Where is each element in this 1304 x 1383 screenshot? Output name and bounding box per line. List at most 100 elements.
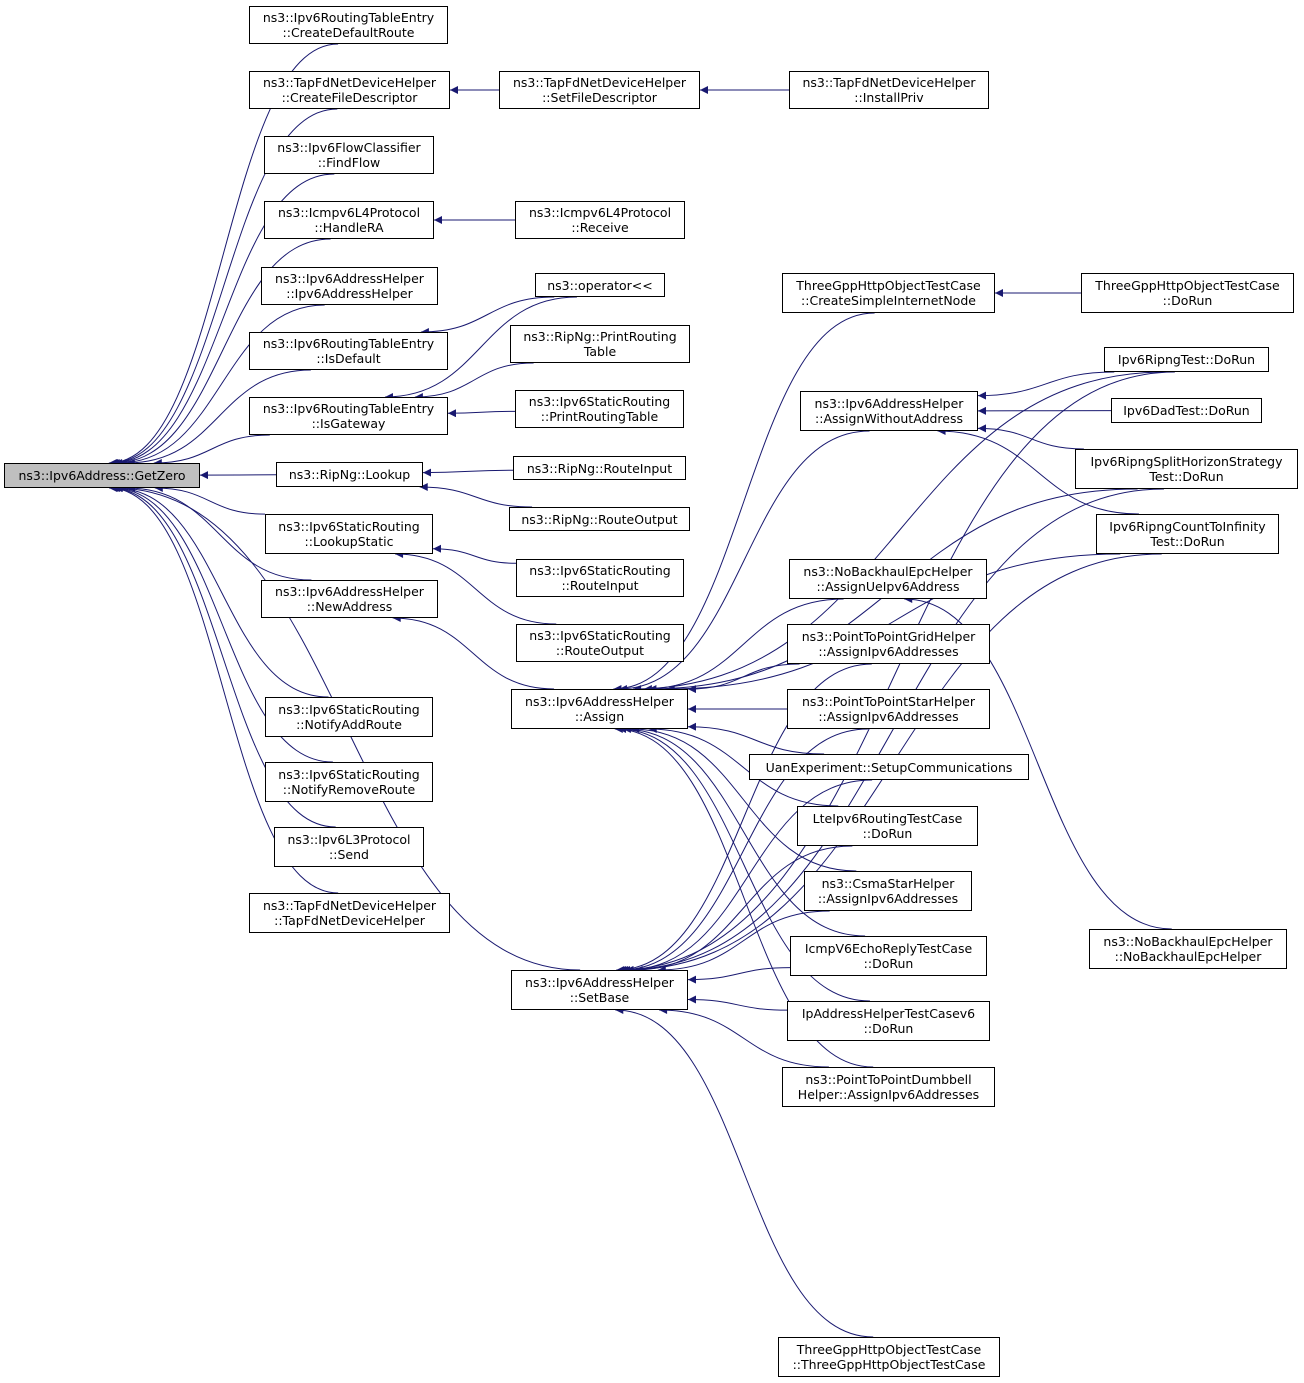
node-label-line: Ipv6DadTest::DoRun (1123, 403, 1250, 418)
node-label-line: ns3::Ipv6AddressHelper (525, 694, 674, 709)
node-csmaStar[interactable]: ns3::CsmaStarHelper::AssignIpv6Addresses (804, 871, 972, 911)
node-label-line: ::NotifyRemoveRoute (282, 782, 416, 797)
node-label-line: ::SetBase (569, 990, 630, 1005)
node-label-line: ns3::Ipv6StaticRouting (528, 394, 671, 409)
node-root[interactable]: ns3::Ipv6Address::GetZero (4, 463, 200, 488)
node-notifyAdd[interactable]: ns3::Ipv6StaticRouting::NotifyAddRoute (265, 697, 433, 737)
node-opShift[interactable]: ns3::operator<< (535, 273, 665, 297)
node-label-line: ns3::TapFdNetDeviceHelper (262, 75, 437, 90)
node-label-line: ::DoRun (863, 956, 914, 971)
node-label-line: ns3::Ipv6AddressHelper (814, 396, 964, 411)
node-label-line: ns3::RipNg::RouteOutput (521, 511, 678, 527)
node-label-line: UanExperiment::SetupCommunications (765, 759, 1013, 775)
node-label-line: ::Send (329, 847, 369, 862)
node-label-line: ::AssignIpv6Addresses (818, 644, 959, 659)
node-httpCreateNode[interactable]: ThreeGppHttpObjectTestCase::CreateSimple… (782, 273, 995, 313)
node-ripRouteInput[interactable]: ns3::RipNg::RouteInput (513, 456, 686, 480)
edge-l3Send-to-root (110, 484, 336, 828)
node-label-line: Ipv6RipngCountToInfinity (1109, 519, 1266, 534)
node-lteTest[interactable]: LteIpv6RoutingTestCase::DoRun (797, 806, 978, 846)
node-isDefault[interactable]: ns3::Ipv6RoutingTableEntry::IsDefault (249, 332, 448, 370)
node-l3Send[interactable]: ns3::Ipv6L3Protocol::Send (274, 827, 424, 867)
edge-notifyAdd-to-root (114, 484, 329, 698)
node-label-line: ns3::Ipv6StaticRouting (278, 767, 420, 782)
node-createDefaultRoute[interactable]: ns3::Ipv6RoutingTableEntry::CreateDefaul… (249, 6, 448, 44)
node-label-line: ::PrintRoutingTable (540, 409, 659, 424)
node-lookupStatic[interactable]: ns3::Ipv6StaticRouting::LookupStatic (265, 514, 433, 554)
node-label-line: ::Assign (574, 709, 625, 724)
node-tapSetFD[interactable]: ns3::TapFdNetDeviceHelper::SetFileDescri… (499, 71, 700, 109)
node-label-line: ::TapFdNetDeviceHelper (274, 913, 425, 928)
node-label-line: ::IsDefault (316, 351, 381, 366)
edge-addrHelperCtor-to-root (118, 304, 325, 467)
edge-tapCtor-to-root (109, 484, 339, 894)
node-uanSetup[interactable]: UanExperiment::SetupCommunications (749, 754, 1029, 780)
edge-tapCreateFD-to-root (110, 108, 338, 467)
edge-splitHorizon-to-setBase (622, 488, 1164, 974)
edge-ripRouteInput-to-ripLookup (422, 468, 514, 477)
node-label-line: ns3::Ipv6L3Protocol (287, 832, 411, 847)
node-notifyRemove[interactable]: ns3::Ipv6StaticRouting::NotifyRemoveRout… (265, 762, 433, 802)
node-httpDoRun[interactable]: ThreeGppHttpObjectTestCase::DoRun (1081, 273, 1294, 313)
node-label-line: IpAddressHelperTestCasev6 (801, 1006, 976, 1021)
node-ipHelperTest[interactable]: IpAddressHelperTestCasev6::DoRun (787, 1001, 990, 1041)
node-newAddress[interactable]: ns3::Ipv6AddressHelper::NewAddress (261, 580, 438, 618)
node-dadTest[interactable]: Ipv6DadTest::DoRun (1111, 398, 1262, 423)
node-httpCtor[interactable]: ThreeGppHttpObjectTestCase::ThreeGppHttp… (778, 1337, 1000, 1377)
node-handleRA[interactable]: ns3::Icmpv6L4Protocol::HandleRA (264, 201, 434, 239)
node-staticPrintTable[interactable]: ns3::Ipv6StaticRouting::PrintRoutingTabl… (515, 390, 684, 428)
node-staticRouteOutput[interactable]: ns3::Ipv6StaticRouting::RouteOutput (516, 624, 684, 662)
node-label-line: ns3::Ipv6AddressHelper (275, 584, 424, 599)
node-label-line: ::Ipv6AddressHelper (286, 286, 413, 301)
node-tapInstallPriv[interactable]: ns3::TapFdNetDeviceHelper::InstallPriv (789, 71, 989, 109)
node-label-line: ns3::Ipv6RoutingTableEntry (262, 401, 435, 416)
node-ripngTest[interactable]: Ipv6RipngTest::DoRun (1104, 347, 1269, 372)
node-staticRouteInput[interactable]: ns3::Ipv6StaticRouting::RouteInput (516, 559, 684, 597)
node-addrHelperCtor[interactable]: ns3::Ipv6AddressHelper::Ipv6AddressHelpe… (261, 267, 438, 305)
node-setBase[interactable]: ns3::Ipv6AddressHelper::SetBase (511, 970, 688, 1010)
edge-httpCtor-to-setBase (615, 1006, 874, 1338)
node-gridAssign[interactable]: ns3::PointToPointGridHelper::AssignIpv6A… (787, 624, 990, 664)
edge-notifyRemove-to-root (112, 484, 333, 763)
node-noBackhaulCtor[interactable]: ns3::NoBackhaulEpcHelper::NoBackhaulEpcH… (1089, 929, 1287, 969)
node-label-line: Test::DoRun (1150, 534, 1225, 549)
node-label-line: ::InstallPriv (854, 90, 924, 105)
node-tapCreateFD[interactable]: ns3::TapFdNetDeviceHelper::CreateFileDes… (249, 71, 450, 109)
node-label-line: ::FindFlow (317, 155, 381, 170)
node-label-line: IcmpV6EchoReplyTestCase (804, 941, 973, 956)
node-assign[interactable]: ns3::Ipv6AddressHelper::Assign (511, 689, 688, 729)
node-label-line: ::AssignIpv6Addresses (817, 891, 959, 906)
node-icmpReceive[interactable]: ns3::Icmpv6L4Protocol::Receive (515, 201, 685, 239)
node-ripLookup[interactable]: ns3::RipNg::Lookup (276, 462, 423, 487)
node-isGateway[interactable]: ns3::Ipv6RoutingTableEntry::IsGateway (249, 397, 448, 435)
node-icmpEcho[interactable]: IcmpV6EchoReplyTestCase::DoRun (790, 936, 987, 976)
edge-isGateway-to-root (153, 434, 270, 467)
node-label-line: ns3::Ipv6RoutingTableEntry (262, 10, 435, 25)
edge-newAddress-to-root (127, 484, 312, 581)
node-label-line: ::AssignUeIpv6Address (816, 579, 960, 594)
edge-ripngTest-to-assign (633, 371, 1166, 693)
node-label-line: ns3::Ipv6AddressHelper (525, 975, 674, 990)
node-label-line: ns3::RipNg::PrintRouting (523, 329, 677, 344)
node-label-line: ::ThreeGppHttpObjectTestCase (792, 1357, 986, 1372)
node-label-line: ::DoRun (863, 1021, 914, 1036)
node-label-line: ns3::Ipv6StaticRouting (529, 563, 671, 578)
node-label-line: ns3::TapFdNetDeviceHelper (512, 75, 687, 90)
node-label-line: ns3::Ipv6Address::GetZero (18, 468, 186, 483)
node-starAssign[interactable]: ns3::PointToPointStarHelper::AssignIpv6A… (787, 689, 990, 729)
node-label-line: Ipv6RipngSplitHorizonStrategy (1090, 454, 1283, 469)
node-assignWithout[interactable]: ns3::Ipv6AddressHelper::AssignWithoutAdd… (800, 391, 978, 431)
edge-csmaStar-to-assign (631, 725, 857, 872)
edge-lteTest-to-assign (648, 725, 839, 807)
node-tapCtor[interactable]: ns3::TapFdNetDeviceHelper::TapFdNetDevic… (249, 893, 450, 933)
node-assignUeIpv6[interactable]: ns3::NoBackhaulEpcHelper::AssignUeIpv6Ad… (789, 559, 987, 599)
edge-starAssign-to-setBase (620, 728, 868, 974)
node-findFlow[interactable]: ns3::Ipv6FlowClassifier::FindFlow (264, 136, 434, 174)
edge-createDefaultRoute-to-root (108, 43, 339, 467)
node-label-line: Ipv6RipngTest::DoRun (1117, 352, 1256, 367)
node-ripRouteOutput[interactable]: ns3::RipNg::RouteOutput (509, 507, 690, 531)
